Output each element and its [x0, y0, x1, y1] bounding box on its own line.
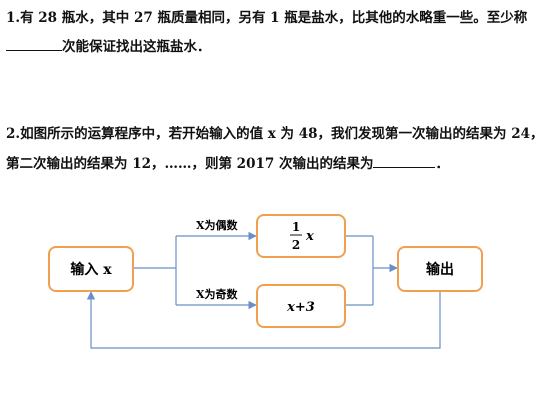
question-1-line-2: 次能保证找出这瓶盐水．	[6, 36, 211, 57]
question-1-text-suffix: 次能保证找出这瓶盐水．	[62, 39, 211, 55]
plus-operation-label: x+3	[286, 300, 315, 315]
answer-blank-2[interactable]	[373, 153, 436, 168]
question-1-line-1: 1.有 28 瓶水，其中 27 瓶质量相同，另有 1 瓶是盐水，比其他的水略重一…	[6, 8, 527, 28]
question-1-text: 1.有 28 瓶水，其中 27 瓶质量相同，另有 1 瓶是盐水，比其他的水略重一…	[6, 10, 528, 26]
flowchart: 输入 x X为偶数 X为奇数 1 2 x x+3 输出	[48, 214, 483, 349]
fraction-denominator: 2	[292, 238, 300, 252]
plus-operation-box: x+3	[256, 284, 346, 328]
fraction-numerator: 1	[292, 220, 300, 234]
connector-loop-back	[86, 290, 441, 349]
question-2-line-1: 2.如图所示的运算程序中，若开始输入的值 x 为 48，我们发现第一次输出的结果…	[6, 124, 544, 144]
question-2-line-2: 第二次输出的结果为 12，……，则第 2017 次输出的结果为 ．	[6, 153, 449, 174]
even-condition-label: X为偶数	[196, 218, 239, 232]
input-box-label: 输入 x	[70, 261, 112, 278]
flow-connectors	[86, 231, 441, 349]
odd-condition-label: X为奇数	[196, 287, 239, 301]
half-operation-variable: x	[305, 229, 314, 244]
answer-blank-1[interactable]	[6, 36, 62, 51]
output-box: 输出	[397, 246, 483, 292]
input-box: 输入 x	[48, 246, 134, 292]
half-operation-box: 1 2 x	[256, 214, 346, 258]
output-box-label: 输出	[426, 261, 454, 278]
question-2-text: 2.如图所示的运算程序中，若开始输入的值 x 为 48，我们发现第一次输出的结果…	[6, 126, 544, 142]
question-2-text-prefix: 第二次输出的结果为 12，……，则第 2017 次输出的结果为	[6, 156, 374, 172]
question-2-text-suffix: ．	[435, 156, 449, 172]
